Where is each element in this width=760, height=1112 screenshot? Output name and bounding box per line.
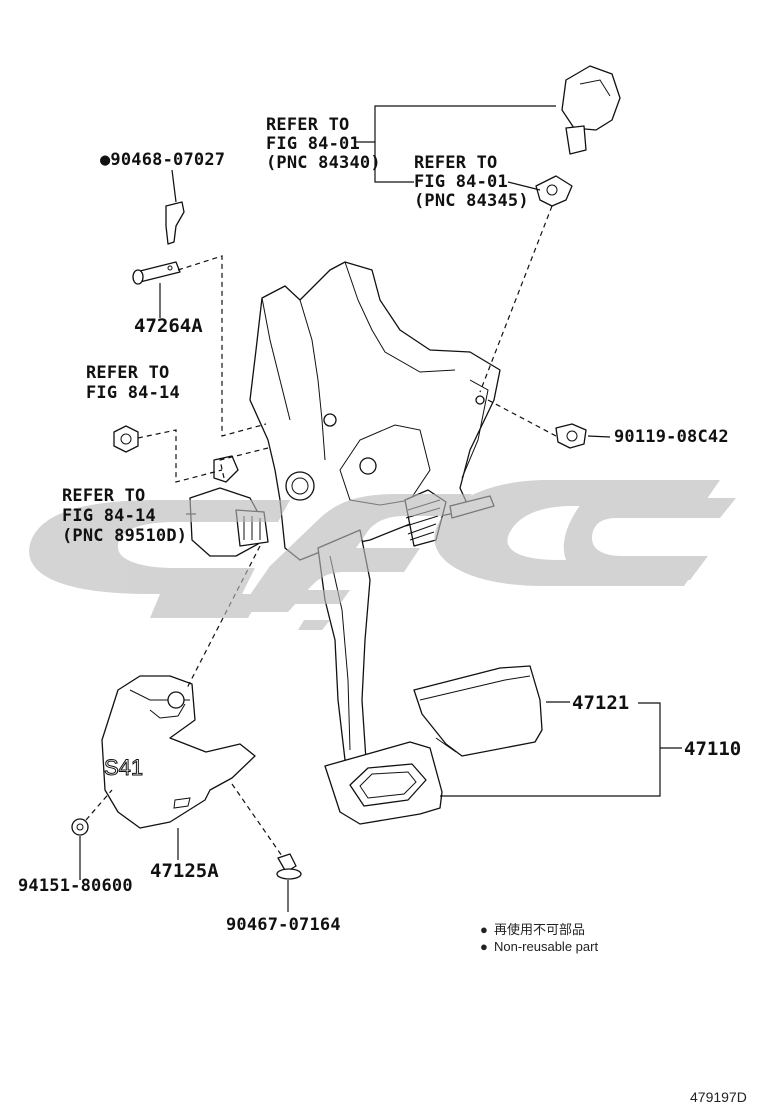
clip-90468	[165, 201, 185, 245]
label-47121: 47121	[572, 692, 629, 714]
callout-line: FIG 84-14	[62, 506, 156, 526]
legend-bullet: ●	[480, 922, 488, 937]
callout-line: (PNC 84345)	[414, 191, 529, 211]
legend: ● 再使用不可部品 ● Non-reusable part	[480, 922, 598, 954]
switch-clip	[535, 175, 573, 207]
dashed-guide-lines	[85, 205, 557, 857]
callout-line: FIG 84-01	[414, 172, 508, 192]
nut-refer-84-14	[113, 425, 139, 453]
callout-line: FIG 84-14	[86, 383, 180, 403]
label-94151-80600: 94151-80600	[18, 876, 133, 896]
leader-lines	[79, 105, 682, 912]
callout-refer-84-14-a: REFER TO FIG 84-14	[86, 363, 180, 403]
callout-line: REFER TO	[266, 115, 349, 135]
legend-text-cn: 再使用不可部品	[494, 922, 585, 937]
label-47264A: 47264A	[134, 315, 203, 337]
callout-line: REFER TO	[62, 486, 145, 506]
label-47110: 47110	[684, 738, 741, 760]
legend-text-en: Non-reusable part	[494, 939, 598, 954]
pedal-cover: S41	[101, 675, 256, 829]
watermark-logo	[29, 480, 736, 630]
callout-line: REFER TO	[414, 153, 497, 173]
callout-refer-84-01-a: REFER TO FIG 84-01 (PNC 84340)	[266, 115, 381, 173]
illustration-code: 479197D	[690, 1089, 747, 1105]
callout-line: REFER TO	[86, 363, 169, 383]
pin-47264A	[132, 261, 181, 285]
pedal-pad-assy	[324, 741, 443, 825]
callout-line: (PNC 89510D)	[62, 526, 187, 546]
pedal-pad-47121	[413, 665, 543, 757]
bolt-90119	[555, 423, 587, 449]
bolt-90467	[276, 853, 302, 880]
label-90467-07164: 90467-07164	[226, 915, 341, 935]
nut-94151	[71, 818, 89, 836]
callout-line: FIG 84-01	[266, 134, 360, 154]
stop-lamp-switch	[561, 65, 621, 155]
cover-marking: S41	[104, 755, 143, 780]
callout-line: (PNC 84340)	[266, 153, 381, 173]
callout-refer-84-14-b: REFER TO FIG 84-14 (PNC 89510D)	[62, 486, 187, 546]
label-90119-08C42: 90119-08C42	[614, 427, 729, 447]
label-47125A: 47125A	[150, 860, 219, 882]
callout-refer-84-01-b: REFER TO FIG 84-01 (PNC 84345)	[414, 153, 529, 211]
label-90468-07027: ●90468-07027	[100, 150, 225, 170]
legend-bullet: ●	[480, 939, 488, 954]
pedal-bracket	[249, 261, 501, 561]
